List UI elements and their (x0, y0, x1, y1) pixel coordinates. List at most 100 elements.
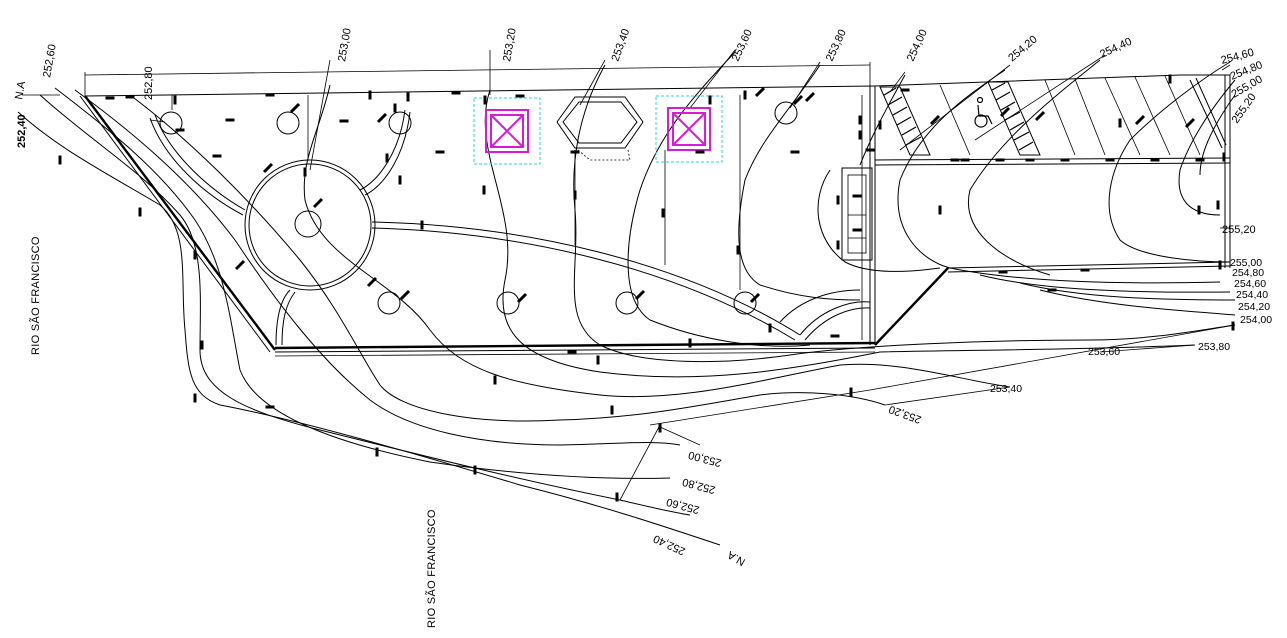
survey-tick (1197, 205, 1201, 215)
survey-tick (596, 355, 600, 365)
survey-tick (929, 114, 941, 126)
river-label-left: RIO SÃO FRANCISCO (29, 236, 42, 355)
survey-tick (265, 405, 275, 409)
survey-tick (610, 405, 614, 415)
survey-tick (858, 130, 862, 140)
survey-tick (950, 158, 960, 162)
label-bottom-253-00: 253,00 (687, 448, 723, 468)
survey-tick (754, 86, 766, 98)
survey-tick (938, 205, 942, 215)
label-right-253-80: 253,80 (1198, 341, 1230, 353)
survey-tick (998, 270, 1008, 274)
survey-tick (1105, 158, 1115, 162)
survey-tick (1025, 158, 1035, 162)
survey-tick (836, 240, 840, 250)
survey-tick (852, 194, 862, 198)
survey-tick (125, 95, 135, 99)
survey-tick (303, 167, 307, 177)
survey-tick (451, 91, 461, 95)
survey-tick (865, 148, 875, 152)
survey-tick (768, 323, 772, 333)
survey-tick (1118, 118, 1122, 128)
label-254-00: 254,00 (905, 28, 930, 64)
survey-tick (661, 208, 665, 218)
survey-tick (289, 102, 301, 114)
label-253-80: 253,80 (824, 28, 849, 64)
survey-tick (493, 375, 497, 385)
survey-tick (483, 95, 487, 105)
survey-tick (482, 185, 486, 195)
survey-tick (743, 90, 747, 100)
survey-tick (960, 158, 970, 162)
label-na-bottom: N.A (725, 548, 747, 568)
label-right-253-60: 253,60 (1088, 346, 1120, 358)
label-252-60: 252,60 (41, 43, 59, 78)
survey-tick (312, 197, 324, 209)
survey-tick (173, 95, 177, 105)
survey-tick (262, 162, 274, 174)
survey-tick (573, 190, 577, 200)
survey-tick (708, 95, 712, 105)
survey-tick (376, 112, 388, 124)
survey-tick (615, 492, 619, 502)
survey-tick (105, 96, 115, 100)
survey-tick (385, 153, 389, 163)
survey-tick (567, 350, 577, 354)
survey-tick (200, 340, 204, 350)
survey-tick (1184, 117, 1196, 129)
label-253-60: 253,60 (730, 28, 755, 64)
label-right-254-00: 254,00 (1240, 314, 1272, 326)
label-right-254-60: 254,60 (1234, 278, 1266, 290)
survey-tick (225, 118, 235, 122)
survey-tick (1195, 158, 1205, 162)
survey-tick (265, 93, 275, 97)
survey-tick (749, 292, 761, 304)
label-right-255-20: 255,20 (1222, 224, 1256, 236)
site-outline (79, 62, 1231, 357)
survey-tick (1150, 158, 1160, 162)
wheelchair-icon (974, 96, 993, 128)
left-labels: N.A 252,40 (13, 80, 28, 148)
label-253-20: 253,20 (501, 27, 519, 62)
survey-tick (420, 220, 424, 230)
label-252-40-left: 252,40 (16, 114, 28, 148)
label-right-253-40: 253,40 (990, 383, 1022, 395)
survey-tick (193, 250, 197, 260)
survey-tick (658, 423, 662, 433)
survey-tick (736, 245, 740, 255)
survey-tick (1218, 260, 1222, 270)
survey-tick (234, 259, 246, 271)
survey-tick (849, 387, 853, 397)
survey-tick (368, 90, 372, 100)
contour-labels: 252,80 252,60 253,00 253,20 253,40 253,6… (41, 27, 1265, 125)
label-bottom-252-60: 252,60 (665, 495, 701, 515)
right-labels: 255,20 255,00 254,80 254,60 254,40 254,2… (990, 224, 1272, 395)
label-253-40: 253,40 (610, 27, 633, 63)
survey-tick (1080, 268, 1090, 272)
survey-tick (366, 276, 378, 288)
label-254-20: 254,20 (1006, 33, 1039, 64)
survey-tick (435, 150, 445, 154)
survey-ticks (58, 74, 1235, 502)
survey-tick (212, 154, 222, 158)
survey-tick (375, 447, 379, 457)
survey-tick (836, 195, 840, 205)
label-right-254-80: 254,80 (1232, 267, 1264, 279)
survey-tick (878, 120, 882, 130)
survey-tick (515, 94, 525, 98)
survey-tick (688, 338, 692, 348)
survey-tick (570, 150, 580, 154)
survey-tick (804, 91, 816, 103)
survey-tick (858, 115, 862, 125)
survey-tick (1034, 110, 1046, 122)
survey-tick (406, 92, 410, 102)
survey-tick (790, 150, 800, 154)
river-labels: RIO SÃO FRANCISCO RIO SÃO FRANCISCO (29, 236, 438, 628)
survey-tick (393, 103, 397, 113)
survey-tick (193, 393, 197, 403)
survey-tick (399, 289, 411, 301)
survey-tick (1222, 152, 1226, 162)
hexagon-kiosk (556, 96, 644, 161)
label-252-80: 252,80 (143, 66, 155, 100)
parking-area (841, 75, 1201, 261)
